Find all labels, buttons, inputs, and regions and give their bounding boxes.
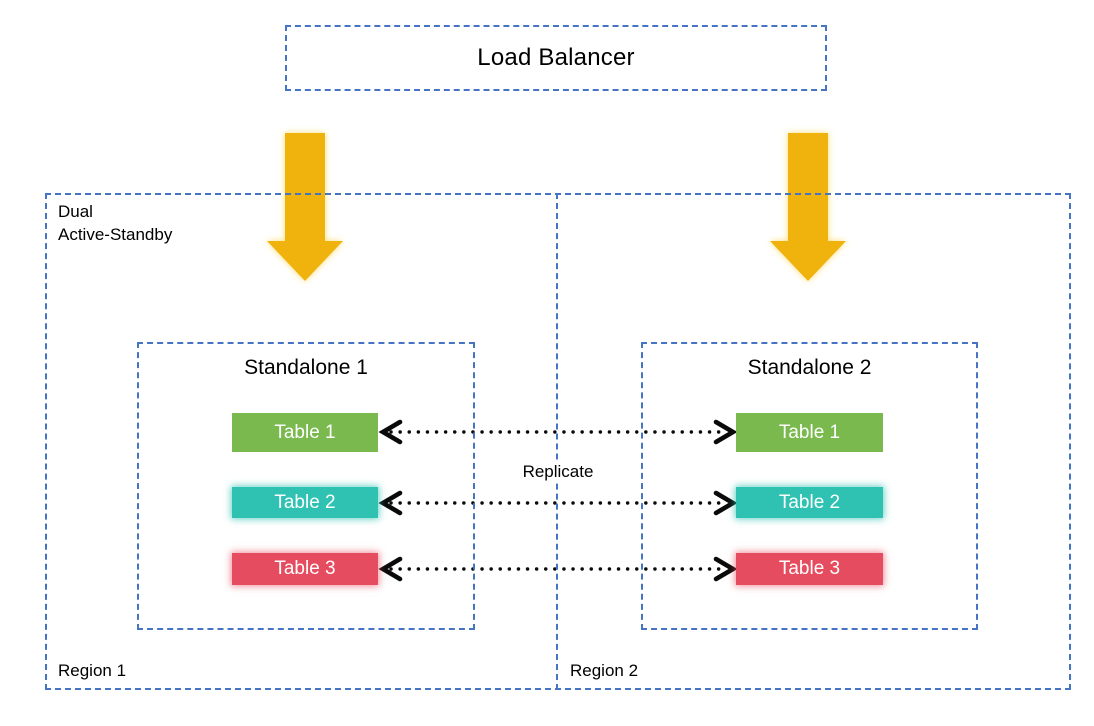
- standalone2-table3: Table 3: [736, 553, 883, 585]
- standalone1-table1-label: Table 1: [274, 421, 336, 443]
- standalone1-table3: Table 3: [232, 553, 378, 585]
- standalone1-table2: Table 2: [232, 487, 378, 518]
- region-divider: [556, 193, 558, 690]
- standalone1-title: Standalone 1: [244, 356, 368, 379]
- cluster-label-line1: Dual: [58, 202, 93, 221]
- standalone2-table2: Table 2: [736, 487, 883, 518]
- replicate-label: Replicate: [495, 462, 621, 482]
- cluster-label: Dual Active-Standby: [58, 200, 172, 246]
- region2-label: Region 2: [570, 661, 639, 680]
- load-balancer-box: Load Balancer: [285, 25, 827, 91]
- standalone2-title: Standalone 2: [747, 356, 872, 379]
- standalone1-table3-label: Table 3: [274, 558, 336, 579]
- cluster-label-line2: Active-Standby: [58, 225, 173, 244]
- standalone2-table2-label: Table 2: [778, 491, 841, 513]
- standalone1-table2-label: Table 2: [274, 491, 336, 513]
- standalone1-box: Standalone 1: [137, 342, 475, 630]
- standalone2-table1: Table 1: [736, 413, 883, 452]
- region1-label: Region 1: [58, 661, 127, 680]
- standalone2-box: Standalone 2: [641, 342, 978, 630]
- dual-active-standby-cluster-box: [45, 193, 1071, 690]
- standalone2-table1-label: Table 1: [778, 421, 841, 443]
- standalone2-table3-label: Table 3: [778, 558, 841, 579]
- load-balancer-label: Load Balancer: [477, 44, 635, 71]
- standalone1-table1: Table 1: [232, 413, 378, 452]
